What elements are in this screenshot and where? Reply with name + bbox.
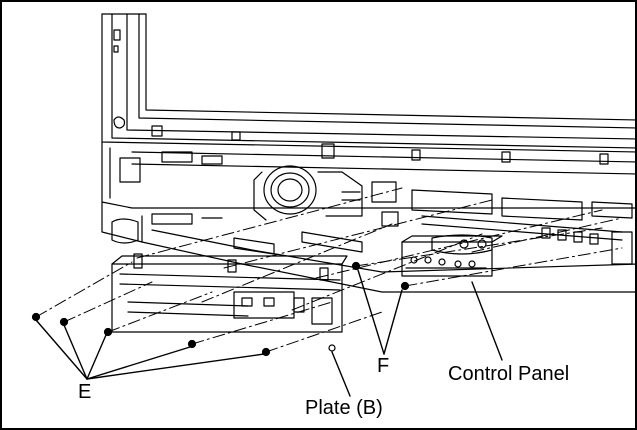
label-control-panel: Control Panel <box>448 364 569 384</box>
alignment-lines <box>36 188 622 352</box>
speaker <box>254 166 362 220</box>
label-plate-b: Plate (B) <box>305 398 383 418</box>
label-f: F <box>377 356 389 376</box>
lcd-panel <box>102 14 637 152</box>
label-e: E <box>78 382 91 402</box>
chassis-upper-rail <box>102 126 637 208</box>
